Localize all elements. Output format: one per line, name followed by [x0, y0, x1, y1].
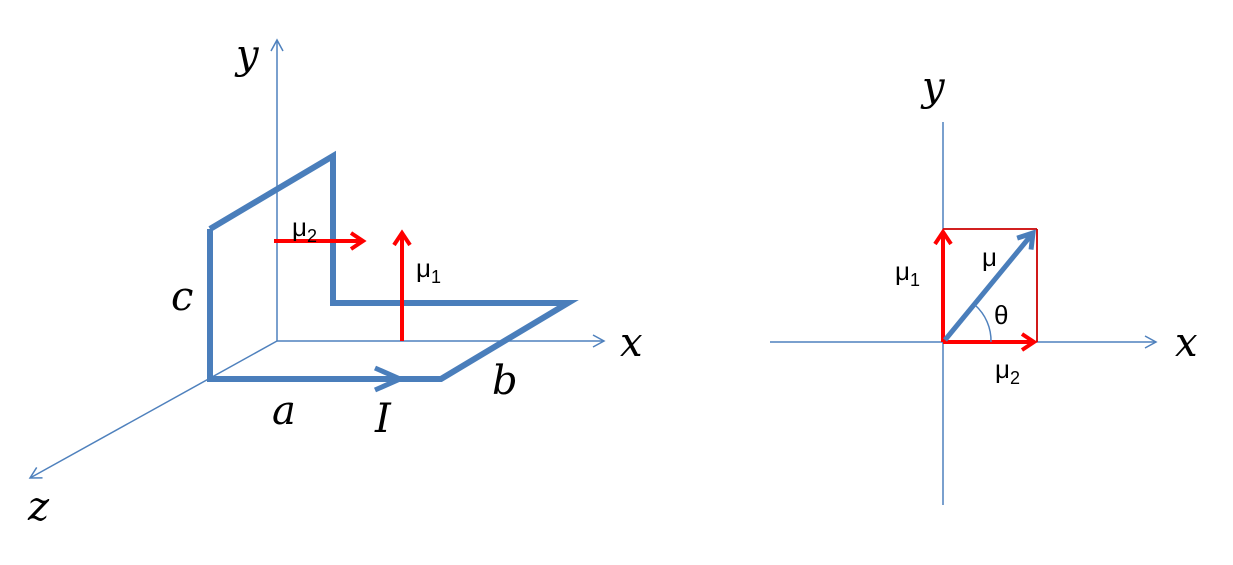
current-label: I	[374, 396, 392, 442]
left-3d-diagram: y x z c a b I μ2 μ1	[27, 32, 643, 530]
right-x-axis-label: x	[1175, 320, 1198, 366]
right-mu2-label: μ2	[995, 354, 1020, 388]
dimension-c-label: c	[171, 274, 193, 320]
current-loop	[207, 150, 579, 382]
left-x-axis-label: x	[620, 320, 643, 366]
mu-resultant-arrow	[943, 233, 1033, 342]
left-mu2-label: μ2	[292, 212, 317, 246]
right-mu1-label: μ1	[895, 256, 920, 290]
left-z-axis	[28, 340, 278, 479]
right-y-axis-label: y	[920, 64, 946, 110]
theta-label: θ	[994, 300, 1008, 330]
current-direction-arrow	[373, 365, 407, 393]
theta-arc	[974, 304, 992, 343]
dimension-b-label: b	[492, 358, 518, 404]
mu-label: μ	[982, 242, 997, 272]
right-2d-diagram: y x μ1 μ θ μ2	[770, 64, 1198, 505]
left-mu1-label: μ1	[416, 253, 441, 287]
dimension-a-label: a	[272, 388, 296, 434]
left-z-axis-label: z	[27, 484, 50, 530]
left-y-axis-label: y	[234, 32, 260, 78]
